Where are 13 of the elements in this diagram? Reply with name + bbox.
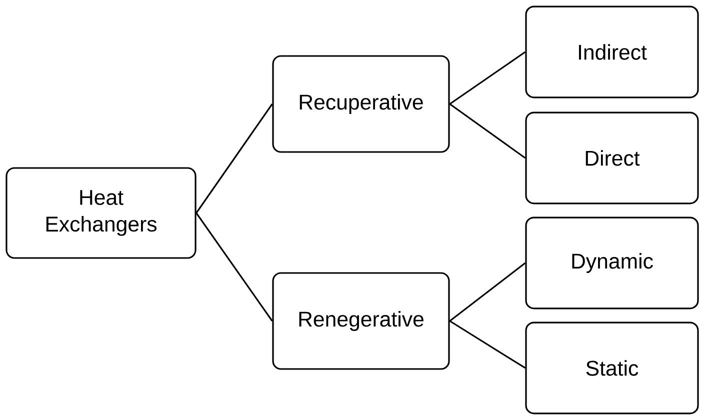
text-box: Direct bbox=[525, 112, 699, 204]
text-box: Static bbox=[525, 322, 699, 414]
connector-line bbox=[196, 104, 273, 214]
text-box: Recuperative bbox=[272, 55, 450, 153]
connector-line bbox=[196, 212, 273, 322]
text-box: Dynamic bbox=[525, 216, 699, 310]
connector-line bbox=[449, 103, 526, 159]
connector-line bbox=[449, 320, 526, 369]
connector-line bbox=[449, 51, 526, 105]
connector-line bbox=[449, 262, 526, 322]
text-box: Heat Exchangers bbox=[6, 167, 196, 259]
text-box: Renegerative bbox=[272, 272, 450, 370]
text-box: Indirect bbox=[525, 6, 699, 98]
